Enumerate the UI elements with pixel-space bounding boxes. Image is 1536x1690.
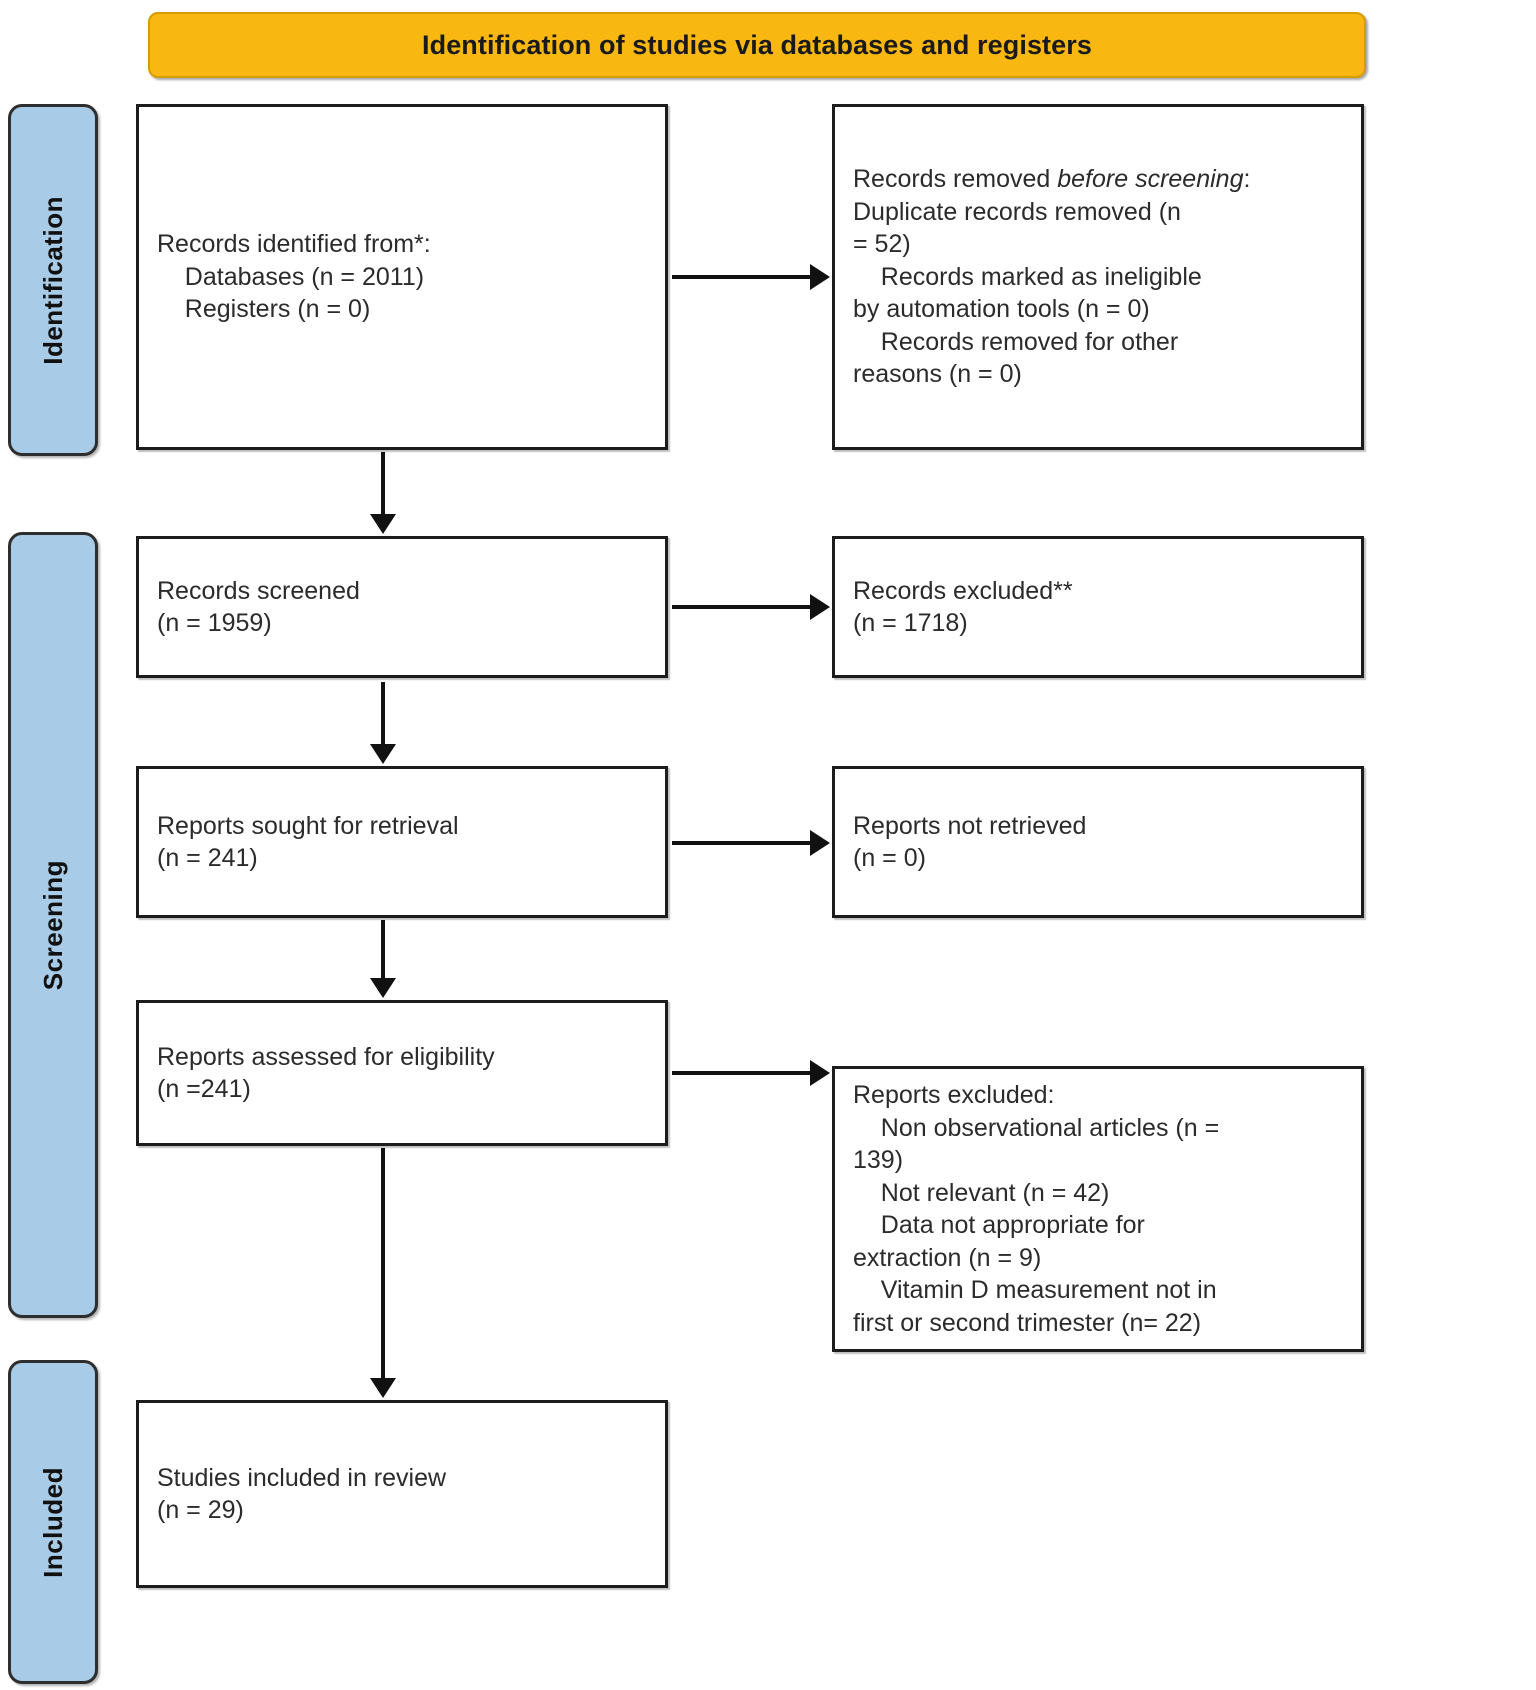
arrow-head-icon	[810, 594, 830, 620]
node-reports-excluded: Reports excluded: Non observational arti…	[832, 1066, 1364, 1352]
arrow-shaft	[672, 605, 814, 609]
phase-tab-screening: Screening	[8, 532, 98, 1318]
arrow-identified-to-screened	[368, 452, 398, 534]
phase-label-identification: Identification	[37, 195, 68, 365]
node-records-screened: Records screened (n = 1959)	[136, 536, 668, 678]
node-records-removed-content: Records removed before screening: Duplic…	[835, 163, 1361, 391]
node-reports-assessed-for-eligibility: Reports assessed for eligibility (n =241…	[136, 1000, 668, 1146]
arrow-shaft	[672, 1071, 814, 1075]
arrow-head-icon	[810, 1060, 830, 1086]
phase-tab-identification: Identification	[8, 104, 98, 456]
node-records-excluded-text: Records excluded** (n = 1718)	[853, 576, 1073, 638]
node-reports-sought-text: Reports sought for retrieval (n = 241)	[157, 811, 459, 873]
arrow-shaft	[672, 275, 814, 279]
node-studies-included-in-review: Studies included in review (n = 29)	[136, 1400, 668, 1588]
phase-tab-included: Included	[8, 1360, 98, 1684]
arrow-shaft	[381, 452, 385, 518]
node-reports-excluded-text: Reports excluded: Non observational arti…	[853, 1081, 1220, 1337]
arrow-identified-to-removed	[672, 262, 830, 292]
node-studies-included-text: Studies included in review (n = 29)	[157, 1463, 447, 1525]
node-reports-sought-for-retrieval: Reports sought for retrieval (n = 241)	[136, 766, 668, 918]
arrow-head-icon	[370, 1378, 396, 1398]
arrow-shaft	[381, 920, 385, 982]
arrow-assessed-to-reports-excluded	[672, 1058, 830, 1088]
arrow-screened-to-excluded	[672, 592, 830, 622]
removed-heading-plain: Records removed	[853, 165, 1058, 194]
arrow-screened-to-sought	[368, 682, 398, 764]
node-records-screened-text: Records screened (n = 1959)	[157, 576, 360, 638]
banner-title: Identification of studies via databases …	[422, 29, 1092, 60]
arrow-assessed-to-included	[368, 1148, 398, 1398]
node-records-removed-before-screening: Records removed before screening: Duplic…	[832, 104, 1364, 450]
arrow-shaft	[672, 841, 814, 845]
node-reports-not-retrieved-text: Reports not retrieved (n = 0)	[853, 811, 1087, 873]
removed-reason-lines: Duplicate records removed (n = 52) Recor…	[853, 197, 1202, 389]
phase-label-screening: Screening	[37, 859, 68, 991]
phase-label-included: Included	[37, 1466, 68, 1578]
diagram-banner: Identification of studies via databases …	[148, 12, 1366, 78]
arrow-shaft	[381, 1148, 385, 1382]
removed-heading-italic: before screening	[1057, 165, 1244, 194]
arrow-head-icon	[370, 744, 396, 764]
arrow-head-icon	[370, 514, 396, 534]
arrow-head-icon	[810, 264, 830, 290]
arrow-sought-to-not-retrieved	[672, 828, 830, 858]
node-reports-assessed-text: Reports assessed for eligibility (n =241…	[157, 1042, 495, 1104]
node-records-identified: Records identified from*: Databases (n =…	[136, 104, 668, 450]
removed-heading-colon: :	[1243, 165, 1251, 194]
node-reports-not-retrieved: Reports not retrieved (n = 0)	[832, 766, 1364, 918]
arrow-head-icon	[370, 978, 396, 998]
node-records-excluded: Records excluded** (n = 1718)	[832, 536, 1364, 678]
arrow-sought-to-assessed	[368, 920, 398, 998]
arrow-shaft	[381, 682, 385, 748]
node-records-identified-text: Records identified from*: Databases (n =…	[157, 230, 431, 324]
arrow-head-icon	[810, 830, 830, 856]
